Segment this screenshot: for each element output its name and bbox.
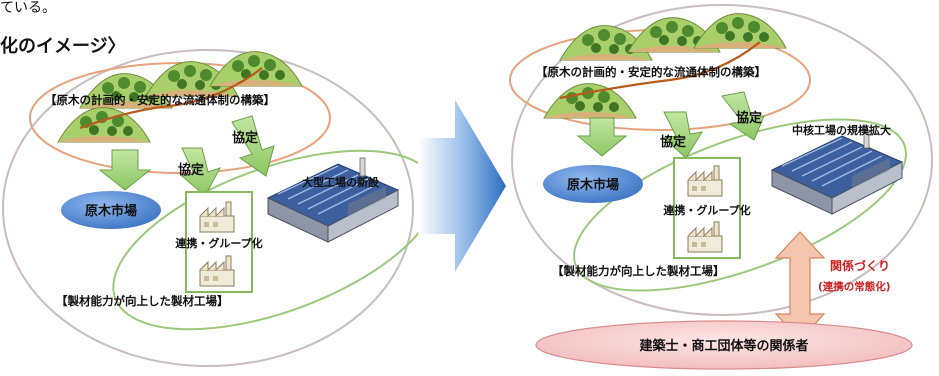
- left-group-label: 連携・グループ化: [175, 236, 262, 250]
- left-forest-road: [79, 67, 263, 130]
- right-core-mill-label: 中核工場の規模拡大: [792, 123, 891, 137]
- right-forest-road: [559, 41, 761, 100]
- left-market-label: 原木市場: [85, 203, 137, 219]
- large-factory-icon: [267, 157, 399, 243]
- left-outer-ellipse: [2, 49, 414, 367]
- right-market-label: 原木市場: [567, 177, 619, 193]
- right-supply-label: 【原木の計画的・安定的な流通体制の構築】: [536, 65, 766, 79]
- left-mill-label: 【製材能力が向上した製材工場】: [56, 294, 229, 308]
- forest-hill-icon: [543, 83, 637, 119]
- right-outer-ellipse: [511, 4, 933, 316]
- stakeholder-ellipse: [535, 320, 913, 370]
- relation-sub-label: (連携の常態化): [818, 280, 891, 293]
- core-factory-icon: [771, 129, 903, 215]
- left-arrow-to-market: [98, 149, 152, 191]
- stakeholder-label: 建築士・商工団体等の関係者: [639, 338, 808, 354]
- right-arrow-agreement-b: [721, 91, 765, 141]
- left-arrow-agreement-a: [180, 147, 222, 197]
- right-group-label: 連携・グループ化: [663, 203, 750, 217]
- forest-hill-icon: [209, 51, 303, 87]
- right-panel: 【原木の計画的・安定的な流通体制の構築】 協定 協定 原木市場 連携・グループ化…: [509, 4, 933, 370]
- header-fragment: ている。: [0, 0, 56, 16]
- right-mill-ellipse: [573, 118, 907, 292]
- forest-hill-icon: [693, 13, 787, 49]
- right-agreement-b: 協定: [736, 110, 762, 126]
- left-agreement-a: 協定: [178, 162, 204, 178]
- relation-label: 関係づくり: [830, 258, 890, 273]
- transition-arrow: [418, 100, 506, 272]
- left-mill-ellipse: [112, 149, 438, 331]
- right-arrow-agreement-a: [662, 111, 704, 159]
- right-mill-label: 【製材能力が向上した製材工場】: [552, 264, 725, 278]
- forest-hill-icon: [57, 107, 151, 143]
- left-agreement-b: 協定: [232, 130, 258, 146]
- left-supply-label: 【原木の計画的・安定的な流通体制の構築】: [45, 93, 275, 107]
- right-arrow-to-market: [576, 117, 628, 157]
- left-market-ellipse: [61, 191, 161, 229]
- left-large-mill-label: 大型工場の新設: [302, 175, 380, 189]
- left-panel: 【原木の計画的・安定的な流通体制の構築】 協定 協定 原木市場 連携・グループ化…: [2, 49, 438, 367]
- header-title: 化のイメージ〉: [0, 35, 126, 57]
- right-market-ellipse: [543, 165, 643, 203]
- right-agreement-a: 協定: [660, 134, 686, 150]
- left-arrow-agreement-b: [231, 115, 275, 177]
